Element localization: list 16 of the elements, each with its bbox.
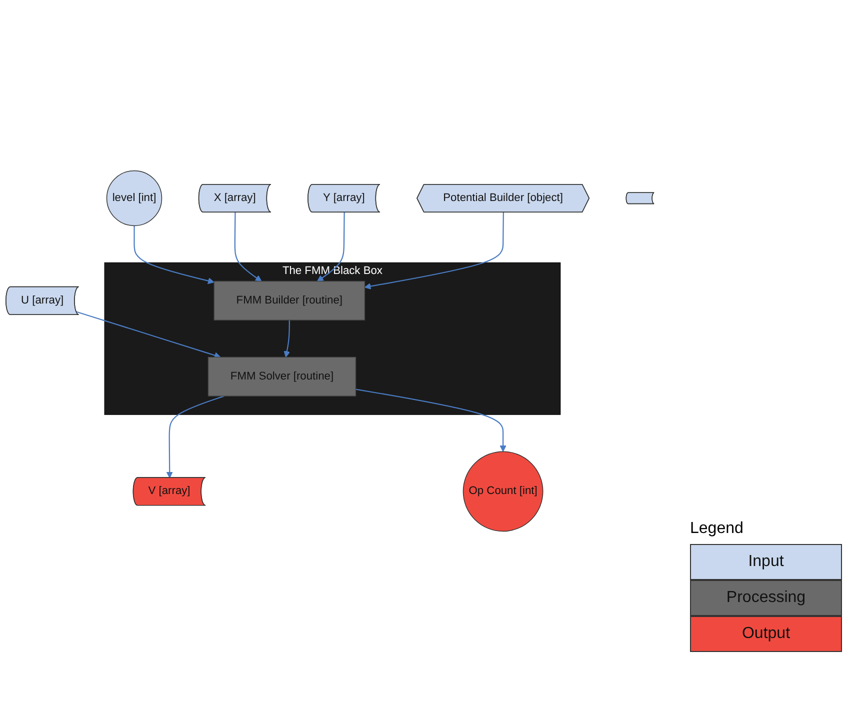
arrow bbox=[356, 388, 506, 452]
legend-title: Legend bbox=[690, 520, 744, 538]
legend-swatch: Output bbox=[690, 616, 842, 652]
node-box: FMM Solver [routine] bbox=[208, 356, 356, 396]
arrow bbox=[166, 396, 224, 478]
arrow bbox=[234, 212, 262, 282]
arrow bbox=[364, 212, 504, 290]
node-box: FMM Builder [routine] bbox=[214, 280, 366, 320]
arrow bbox=[317, 212, 345, 282]
arrow bbox=[284, 320, 290, 358]
arrow bbox=[76, 311, 221, 358]
node-circle: Op Count [int] bbox=[462, 451, 544, 532]
legend-swatch: Processing bbox=[690, 580, 842, 616]
arrow bbox=[134, 226, 214, 284]
legend-swatch: Input bbox=[690, 544, 842, 580]
node-circle: level [int] bbox=[106, 170, 162, 226]
